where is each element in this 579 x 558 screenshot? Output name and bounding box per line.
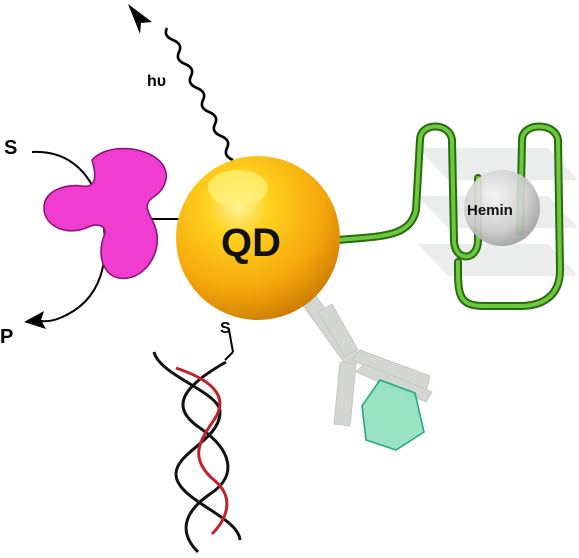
- quantum-dot: [176, 156, 340, 320]
- double-helix-icon: [152, 351, 242, 554]
- thiol-linker: [228, 329, 234, 353]
- photon-wavy-arrow-icon: [128, 4, 234, 162]
- enzyme-blob-icon: [43, 147, 167, 280]
- hemin-label: Hemin: [467, 202, 513, 219]
- thiol-label: S: [220, 320, 231, 337]
- hemin-sphere-icon: [464, 170, 540, 246]
- g-quadruplex-icon: [334, 122, 578, 310]
- substrate-label: S: [4, 137, 17, 159]
- antibody-y-icon: [301, 295, 433, 427]
- antigen-pentagon-icon: [361, 379, 425, 451]
- quantum-dot-label: QD: [221, 221, 281, 265]
- photon-label: hυ: [147, 73, 166, 90]
- substrate-product-arrow: [24, 150, 106, 329]
- product-label: P: [0, 326, 13, 348]
